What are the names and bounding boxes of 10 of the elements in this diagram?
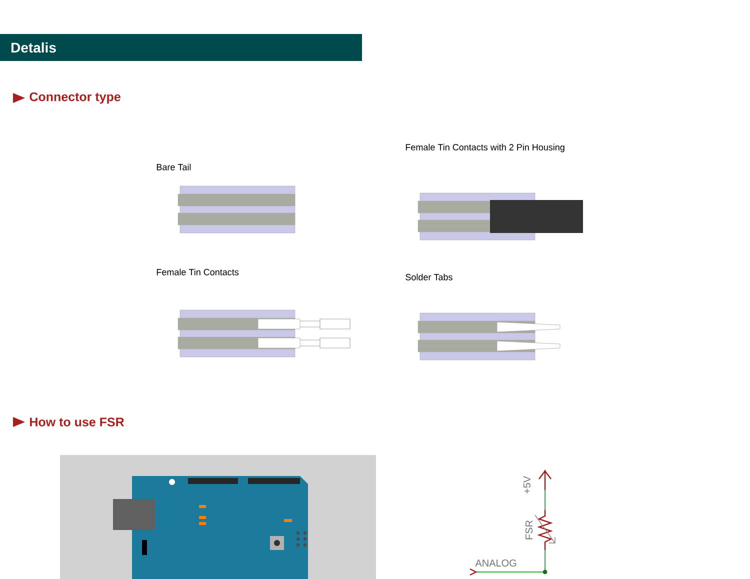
title-bar: Detalis [0,34,362,61]
connector-caption: Solder Tabs [406,274,452,280]
connector-caption: Bare Tail [156,164,191,170]
connector-caption: Female Tin Contacts [156,268,239,276]
pin-label: ANALOG [475,559,516,567]
connector-caption: Female Tin Contacts with 2 Pin Housing [406,144,564,152]
section-heading: How to use FSR [13,417,124,427]
section-heading: Connector type [13,92,120,104]
voltage-label: +5V [524,476,530,494]
sensor-label: FSR [525,520,533,540]
